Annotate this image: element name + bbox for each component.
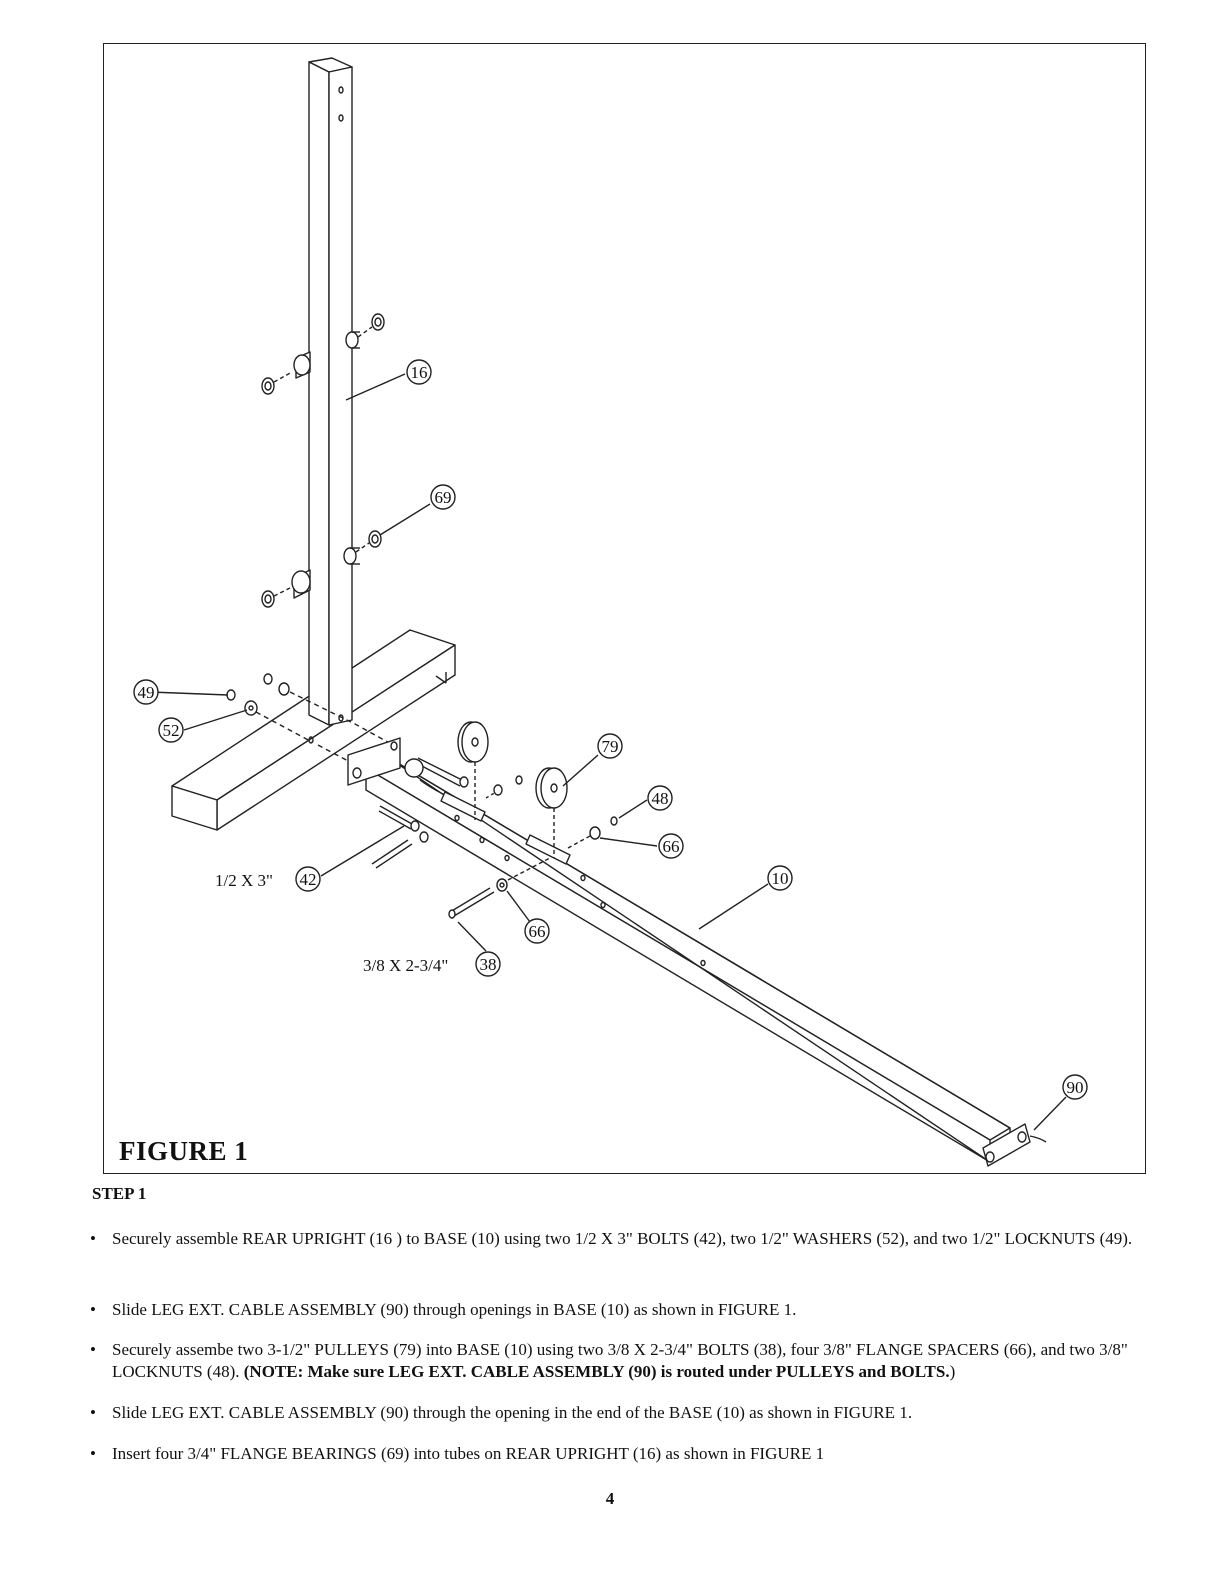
instruction-text: Slide LEG EXT. CABLE ASSEMBLY (90) throu… — [112, 1300, 797, 1319]
instruction-bullet: • Insert four 3/4" FLANGE BEARINGS (69) … — [90, 1443, 1140, 1465]
bullet-dot: • — [90, 1300, 96, 1319]
callout-90: 90 — [1062, 1074, 1088, 1100]
bolt-38-hardware — [448, 775, 618, 919]
instruction-note: (NOTE: Make sure LEG EXT. CABLE ASSEMBLY… — [243, 1362, 950, 1381]
callout-79: 79 — [597, 733, 623, 759]
upright-washers — [226, 673, 396, 771]
callout-66-right: 66 — [658, 833, 684, 859]
bolt-38-size-label: 3/8 X 2-3/4" — [363, 956, 448, 975]
figure-title: FIGURE 1 — [119, 1136, 249, 1166]
upper-bearing-tubes — [261, 313, 385, 395]
svg-text:49: 49 — [138, 683, 155, 702]
instruction-text: Slide LEG EXT. CABLE ASSEMBLY (90) throu… — [112, 1403, 913, 1422]
svg-text:66: 66 — [529, 922, 546, 941]
pulley-79-front — [535, 767, 568, 858]
lower-bearing-tubes — [261, 530, 382, 608]
callout-49: 49 — [133, 679, 159, 705]
pulley-79-rear — [457, 721, 489, 820]
instruction-bullet: • Securely assembe two 3-1/2" PULLEYS (7… — [90, 1339, 1140, 1383]
svg-text:48: 48 — [652, 789, 669, 808]
callout-10: 10 — [767, 865, 793, 891]
callout-66-lower: 66 — [524, 918, 550, 944]
leader-lines — [149, 373, 1067, 1131]
bullet-dot: • — [90, 1444, 96, 1463]
instruction-main-text: Securely assembe two 3-1/2" PULLEYS (79)… — [112, 1340, 1128, 1381]
callout-38: 38 — [475, 951, 501, 977]
base-tube — [365, 755, 1011, 1163]
page-number: 4 — [605, 1489, 615, 1508]
callout-16: 16 — [406, 359, 432, 385]
step-title: STEP 1 — [92, 1184, 147, 1203]
instruction-bullet: • Slide LEG EXT. CABLE ASSEMBLY (90) thr… — [90, 1299, 1140, 1321]
callout-69: 69 — [430, 484, 456, 510]
bullet-dot: • — [90, 1340, 96, 1359]
svg-text:38: 38 — [480, 955, 497, 974]
front-bracket — [347, 737, 401, 786]
rear-upright-tube — [308, 57, 353, 744]
callout-42: 42 — [295, 866, 321, 892]
svg-text:90: 90 — [1067, 1078, 1084, 1097]
instruction-bullet: • Slide LEG EXT. CABLE ASSEMBLY (90) thr… — [90, 1402, 1140, 1424]
svg-text:10: 10 — [772, 869, 789, 888]
svg-text:79: 79 — [602, 737, 619, 756]
svg-text:66: 66 — [663, 837, 680, 856]
bullet-dot: • — [90, 1229, 96, 1248]
instruction-text: Securely assembe two 3-1/2" PULLEYS (79)… — [112, 1339, 1140, 1383]
rear-bracket — [982, 1123, 1047, 1167]
instruction-text: Insert four 3/4" FLANGE BEARINGS (69) in… — [112, 1444, 825, 1463]
callout-52: 52 — [158, 717, 184, 743]
bolts-42 — [371, 757, 469, 869]
svg-text:52: 52 — [163, 721, 180, 740]
instruction-text: Securely assemble REAR UPRIGHT (16 ) to … — [112, 1229, 1133, 1248]
instruction-bullet: • Securely assemble REAR UPRIGHT (16 ) t… — [90, 1228, 1140, 1250]
bolt-42-size-label: 1/2 X 3" — [215, 871, 273, 890]
callout-48: 48 — [647, 785, 673, 811]
svg-text:69: 69 — [435, 488, 452, 507]
figure-frame — [103, 43, 1146, 1174]
instruction-tail: ) — [949, 1362, 956, 1381]
svg-text:16: 16 — [411, 363, 428, 382]
bullet-dot: • — [90, 1403, 96, 1422]
svg-text:42: 42 — [300, 870, 317, 889]
